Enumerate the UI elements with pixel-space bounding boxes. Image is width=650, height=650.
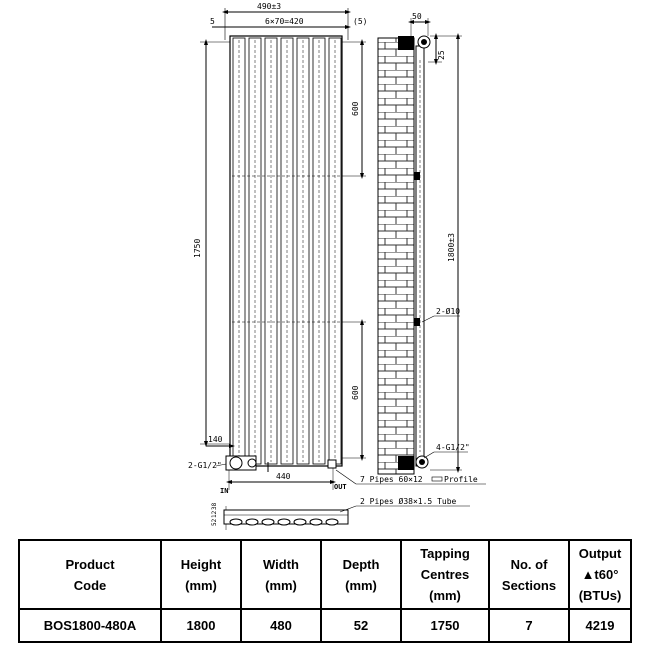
pipe-spacing-dim: 6×70=420 [265,17,304,26]
top-offset-dim: 25 [437,50,446,60]
front-view: 490±3 5 6×70=420 (5) 1750 [188,2,367,495]
cell-depth: 52 [320,608,402,643]
height-dim: 1750 [193,239,202,258]
inlet-thread-label: 2-G1/2" [188,461,222,470]
section-dim-2: 52 [211,518,218,526]
header-height: Height(mm) [160,539,242,610]
bottom-width-dim: 440 [276,472,291,481]
upper-bracket-dim: 600 [351,101,360,116]
header-output: Output▲t60° (BTUs) [568,539,632,610]
profile-word: Profile [444,475,478,484]
cell-tapping-centres: 1750 [400,608,490,643]
cell-width: 480 [240,608,322,643]
tube-note: 2 Pipes Ø38×1.5 Tube [360,496,457,506]
technical-drawing: 490±3 5 6×70=420 (5) 1750 [188,2,486,530]
section-view: 12 52 38 7 Pipes 60×12 Profile 2 Pipes Ø… [211,469,486,530]
thread-label: 4-G1/2" [436,443,470,452]
depth-dim: 50 [412,12,422,21]
pipe-diameter-label: 2-Ø10 [436,306,460,316]
left-offset-dim: 5 [210,17,215,26]
overall-height-dim: 1800±3 [447,233,456,262]
lower-bracket-dim: 600 [351,385,360,400]
right-offset-dim: (5) [353,17,367,26]
cell-sections: 7 [488,608,570,643]
overall-width-dim: 490±3 [257,2,281,11]
cell-product-code: BOS1800-480A [18,608,162,643]
cell-height: 1800 [160,608,242,643]
spec-data-row: BOS1800-480A 1800 480 52 1750 7 4219 [18,608,632,643]
cell-output: 4219 [568,608,632,643]
pipes-profile-note: 7 Pipes 60×12 [360,475,423,484]
section-dim-1: 12 [211,510,218,518]
inlet-label: IN [220,487,228,495]
outlet-label: OUT [334,483,347,491]
side-view: 50 1800±3 25 2-Ø10 4-G1/2" [377,12,470,475]
header-width: Width(mm) [240,539,322,610]
section-dim-3: 38 [211,502,218,510]
header-depth: Depth(mm) [320,539,402,610]
brick-wall [377,37,415,475]
bottom-offset-dim: 140 [208,435,223,444]
